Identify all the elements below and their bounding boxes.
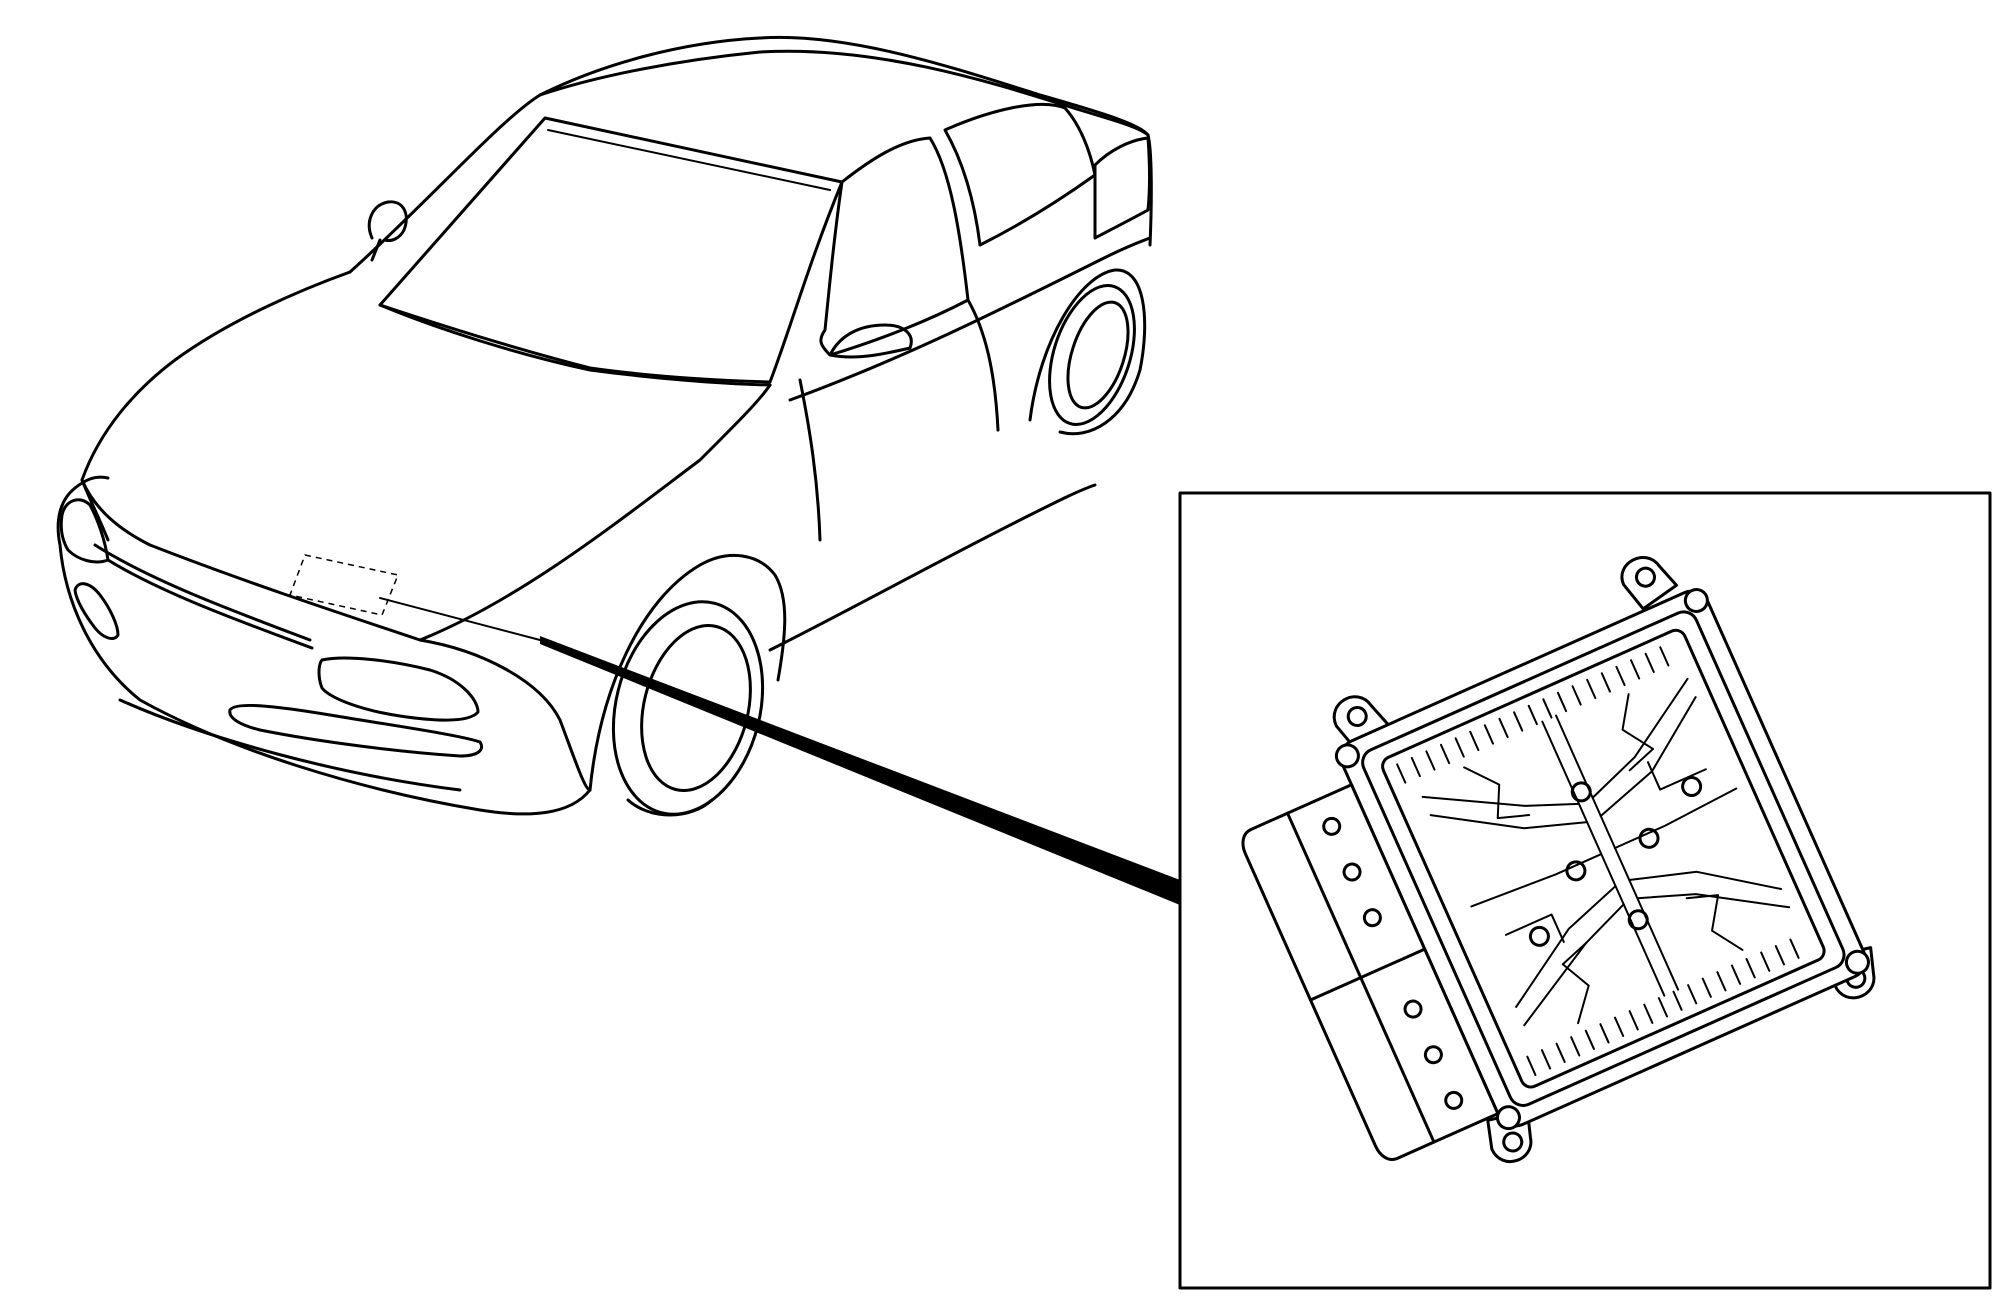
module-location-marker (288, 554, 400, 616)
car-left-mirror (367, 200, 408, 262)
car-b-pillar (966, 298, 1000, 432)
car-roof-line-inner (538, 49, 1150, 137)
module-circuit-board (1381, 628, 1826, 1089)
car-hood-rear-edge (378, 303, 772, 387)
car-hood-outline (80, 270, 772, 642)
car-bumper-lower (118, 698, 462, 792)
car-grille-lower (106, 558, 314, 650)
module-housing-rim (1361, 610, 1846, 1107)
module-connector-pins (1396, 646, 1800, 1076)
leader-line-wedge (540, 636, 1180, 905)
car-body-crease (788, 236, 1152, 402)
car-hood-front-edge (80, 478, 110, 542)
car-windshield-inner (547, 129, 831, 191)
car-rear-side-window (943, 102, 1097, 247)
car-rear-wheel (1028, 268, 1147, 436)
car-front-wheel-arch (588, 553, 787, 792)
car-front-wheel (611, 600, 765, 817)
module-screws (1334, 588, 1870, 1131)
car-front-door-edge (798, 378, 822, 542)
car-front-bumper (58, 543, 592, 816)
car-right-headlight (59, 498, 110, 564)
car-left-headlight (317, 656, 480, 722)
detail-inset-frame (1178, 491, 1992, 1290)
car-grille-upper (93, 543, 312, 642)
car-door-mirror (828, 323, 913, 359)
car-front-corner (56, 475, 110, 547)
car-front-fender (418, 638, 592, 792)
car-windshield (378, 116, 844, 384)
car-right-fog-lamp (73, 582, 120, 640)
car-left-fog-lamp (228, 703, 484, 758)
leader-line-thin (379, 597, 541, 641)
car-front-side-window (819, 136, 970, 357)
module-side-connector (1241, 783, 1500, 1161)
control-module-illustration (1241, 555, 1876, 1164)
car-roof-outline (348, 35, 1153, 274)
car-rear-quarter-window (1093, 136, 1151, 240)
car-lower-door-line (768, 483, 1097, 652)
car-illustration (56, 35, 1153, 817)
callout-leader (379, 597, 1180, 905)
module-circuit-traces (1421, 677, 1791, 1027)
